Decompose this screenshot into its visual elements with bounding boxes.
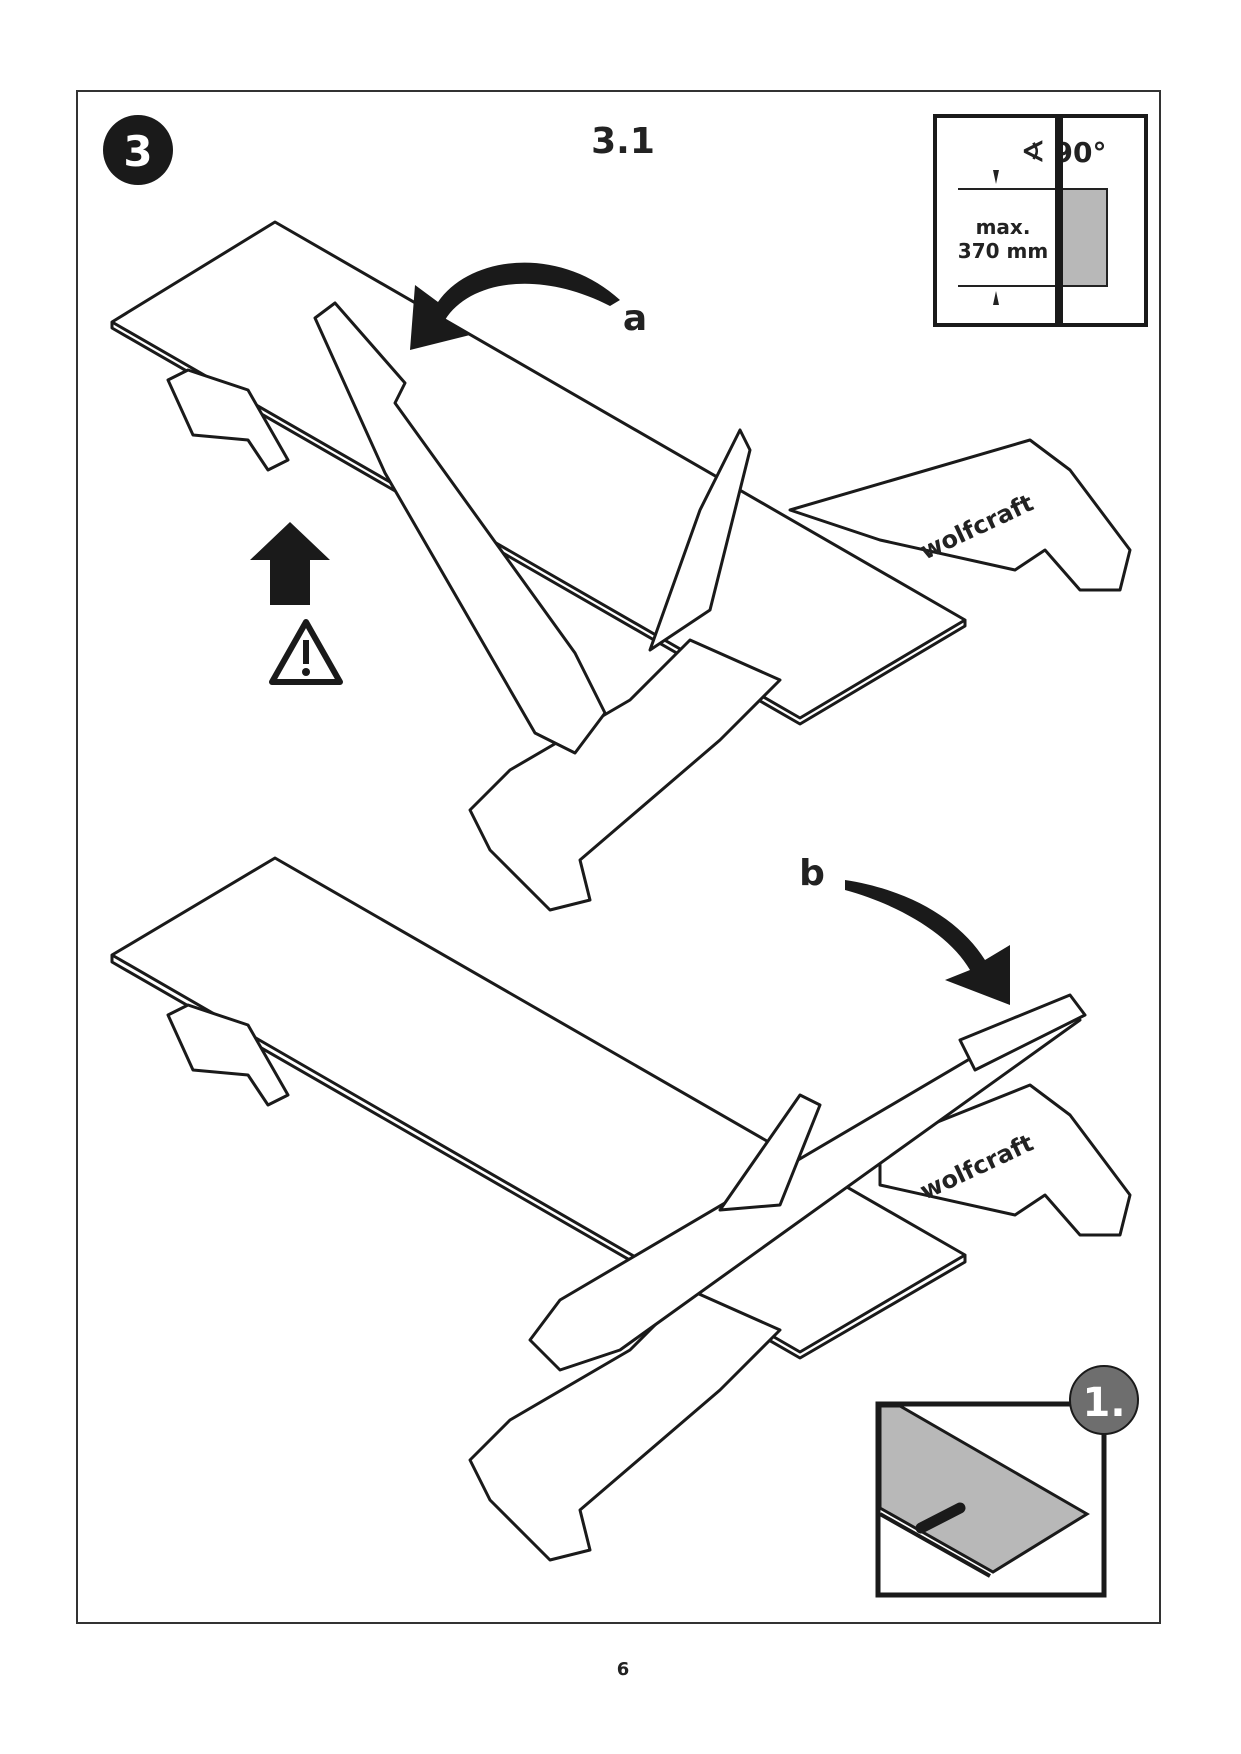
up-arrow-icon <box>250 522 330 605</box>
warning-icon <box>269 619 343 685</box>
arrow-b-icon <box>845 880 1010 1005</box>
page-frame <box>76 90 1161 1624</box>
label-a: a <box>623 298 647 339</box>
inset-score-board: 1. <box>875 1365 1139 1598</box>
arrow-a-icon <box>410 262 620 350</box>
angle-icon: ∢ <box>1020 135 1045 170</box>
cutter-illustration-top: wolfcraft <box>110 220 1132 912</box>
page-number: 6 <box>617 1659 630 1680</box>
cutter-illustration-bottom: wolfcraft <box>110 856 1132 1562</box>
label-b: b <box>799 853 825 894</box>
step-subtitle: 3.1 <box>591 121 655 162</box>
step-number-badge: 3 <box>103 115 173 185</box>
svg-text:3: 3 <box>123 127 152 176</box>
svg-text:max.: max. <box>976 215 1031 239</box>
inset-max-width: ∢ 90° max. 370 mm <box>933 114 1148 327</box>
svg-text:1.: 1. <box>1082 1380 1125 1426</box>
svg-text:370 mm: 370 mm <box>958 239 1048 263</box>
